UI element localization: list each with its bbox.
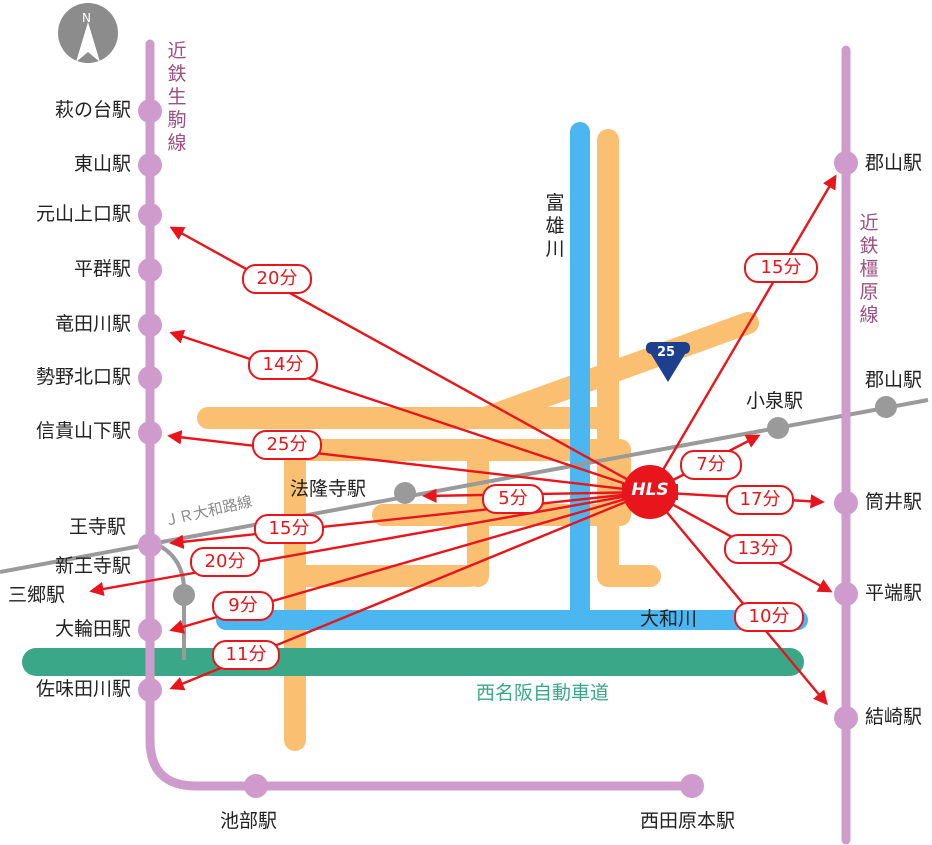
arrow-shigisan-shita [167, 430, 651, 494]
yamato-river-label: 大和川 [640, 608, 698, 630]
station-dot-motoyama-kamiguchi [138, 203, 162, 227]
station-shigisan-shita: 信貴山下駅 [35, 420, 131, 442]
station-dot-heguri [138, 258, 162, 282]
station-oji: 王寺駅 [68, 516, 126, 538]
jr-station-dots [173, 396, 897, 606]
station-hirahata: 平端駅 [865, 582, 923, 604]
station-samitagawa: 佐味田川駅 [35, 678, 131, 700]
kintetsu-kashihara-line-label: 近鉄橿原線 [859, 212, 879, 326]
station-dot-nishitawaramoto [680, 774, 704, 798]
station-hagi-no-dai: 萩の台駅 [54, 99, 131, 121]
station-dot-hirahata [834, 582, 858, 606]
arrow-oji [169, 490, 651, 549]
station-tsutsui: 筒井駅 [865, 491, 923, 513]
station-koriyama-kintetsu: 郡山駅 [865, 152, 923, 174]
station-dot-yuizaki [834, 706, 858, 730]
kintetsu-ikoma-line-label: 近鉄生駒線 [167, 40, 187, 154]
origin-logo [622, 465, 678, 519]
time-tatsutagawa: 14分 [248, 350, 318, 380]
time-horyuji: 5分 [482, 484, 544, 514]
time-koriyama-kintetsu: 15分 [744, 253, 818, 283]
station-dot-ikebe [244, 774, 268, 798]
time-sango: 20分 [190, 547, 260, 577]
station-seya-kitaguchi: 勢野北口駅 [35, 366, 131, 388]
route-badge-number: 25 [657, 345, 676, 360]
station-tatsutagawa: 竜田川駅 [54, 313, 131, 335]
station-motoyama-kamiguchi: 元山上口駅 [35, 203, 131, 225]
route-25-shield-icon [646, 342, 690, 382]
station-dot-owada [138, 618, 162, 642]
station-dot-hagi-no-dai [138, 99, 162, 123]
time-koizumi: 7分 [680, 450, 742, 480]
station-yuizaki: 結崎駅 [865, 706, 923, 728]
tomio-river-label: 富雄川 [545, 192, 565, 260]
origin-logo-text: HLS [631, 480, 669, 500]
station-dot-shigisan-shita [138, 421, 162, 445]
station-dot-horyuji [394, 482, 416, 504]
station-koriyama-jr: 郡山駅 [865, 369, 923, 391]
time-motoyama-kamiguchi: 20分 [242, 264, 312, 294]
station-dot-koriyama-jr [875, 396, 897, 418]
station-shin-oji: 新王寺駅 [54, 555, 131, 577]
north-compass [58, 3, 118, 63]
station-dot-tsutsui [834, 491, 858, 515]
time-hirahata: 13分 [724, 534, 792, 564]
time-owada: 9分 [212, 591, 274, 621]
arrow-yuizaki [649, 491, 828, 706]
kintetsu-ikoma-line [145, 39, 699, 791]
station-nishitawaramoto: 西田原本駅 [640, 810, 736, 832]
time-tsutsui: 17分 [726, 485, 794, 515]
station-horyuji: 法隆寺駅 [290, 478, 367, 500]
station-ikebe: 池部駅 [220, 810, 278, 832]
time-shigisan-shita: 25分 [252, 430, 322, 460]
north-label: N [82, 11, 91, 25]
kintetsu-station-dots [138, 99, 858, 798]
station-higashiyama: 東山駅 [73, 153, 131, 175]
station-dot-tatsutagawa [138, 313, 162, 337]
station-dot-koizumi [767, 417, 789, 439]
station-dot-seya-kitaguchi [138, 366, 162, 390]
station-owada: 大輪田駅 [54, 618, 131, 640]
station-dot-samitagawa [138, 678, 162, 702]
time-samitagawa: 11分 [212, 640, 280, 670]
time-oji: 15分 [254, 514, 324, 544]
arrow-koriyama-kintetsu [648, 174, 837, 493]
roads [197, 129, 759, 751]
station-dot-sango [173, 584, 195, 606]
station-sango: 三郷駅 [8, 584, 66, 606]
station-dot-koriyama-kintetsu [834, 151, 858, 175]
arrow-sango [89, 490, 651, 597]
expressway-label: 西名阪自動車道 [476, 682, 610, 704]
station-heguri: 平群駅 [73, 258, 131, 280]
station-dot-oji [138, 533, 162, 557]
road-east-vertical [597, 129, 661, 587]
time-yuizaki: 10分 [734, 602, 804, 632]
station-koizumi: 小泉駅 [746, 390, 804, 412]
station-dot-higashiyama [138, 153, 162, 177]
rivers [216, 122, 808, 630]
